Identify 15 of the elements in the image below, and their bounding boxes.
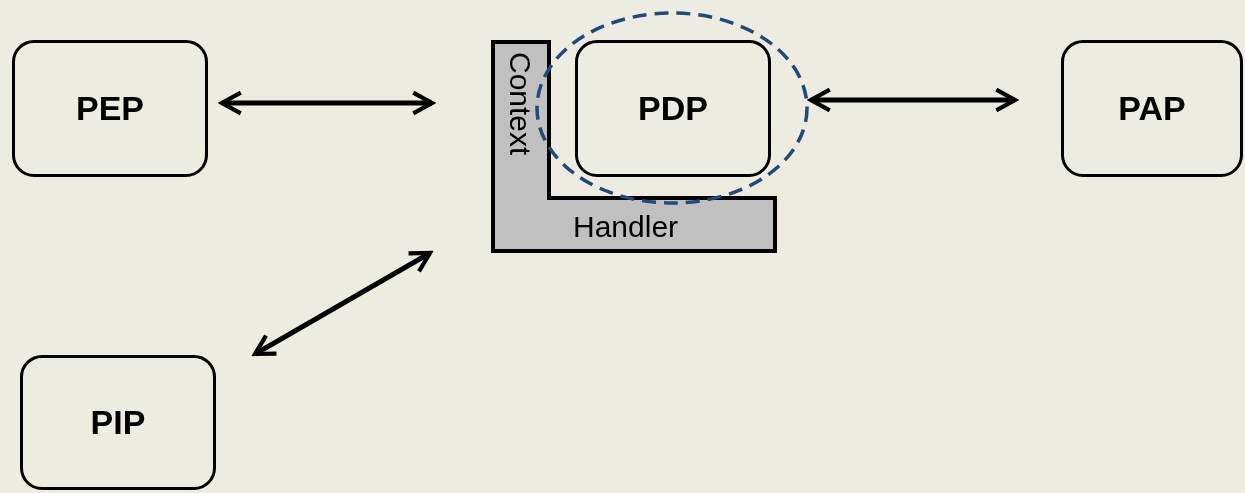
process-box bbox=[12, 40, 208, 177]
box-label: PDP bbox=[638, 89, 708, 128]
process-box bbox=[20, 355, 216, 490]
l-shaped-block bbox=[491, 40, 777, 253]
box-label: PIP bbox=[90, 403, 146, 442]
vertical-label: Context bbox=[505, 52, 535, 156]
process-box bbox=[1061, 40, 1243, 177]
block-label: Handler bbox=[573, 212, 679, 242]
double-arrow bbox=[808, 87, 1018, 113]
box-label: PEP bbox=[75, 89, 144, 128]
process-box bbox=[575, 40, 771, 177]
box-label: PAP bbox=[1118, 89, 1186, 128]
double-arrow bbox=[252, 250, 433, 357]
double-arrow bbox=[219, 90, 435, 116]
dashed-ellipse bbox=[535, 11, 809, 205]
